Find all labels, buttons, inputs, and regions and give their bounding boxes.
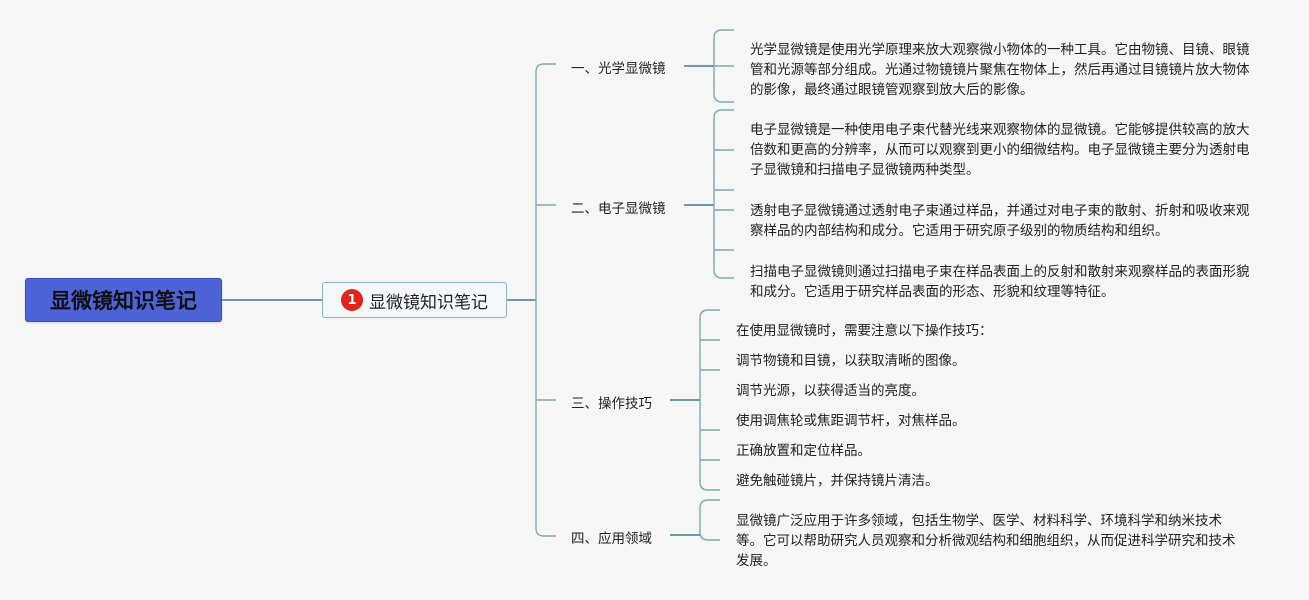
root-node-label: 显微镜知识笔记 bbox=[50, 289, 197, 313]
leaf-scanning-em[interactable]: 扫描电子显微镜则通过扫描电子束在样品表面上的反射和散射来观察样品的表面形貌和成分… bbox=[750, 264, 1250, 300]
branch-label: 一、光学显微镜 bbox=[571, 61, 666, 77]
priority-badge-icon: 1 bbox=[341, 289, 363, 311]
branch-optical-microscope[interactable]: 一、光学显微镜 bbox=[571, 57, 666, 77]
branch-applications[interactable]: 四、应用领域 bbox=[571, 527, 652, 547]
leaf-tip-adjust-light[interactable]: 调节光源，以获得适当的亮度。 bbox=[736, 383, 925, 399]
leaf-electron-description[interactable]: 电子显微镜是一种使用电子束代替光线来观察物体的显微镜。它能够提供较高的放大倍数和… bbox=[750, 122, 1250, 178]
branch-operating-tips[interactable]: 三、操作技巧 bbox=[571, 392, 652, 412]
leaf-tip-sample-position[interactable]: 正确放置和定位样品。 bbox=[736, 443, 871, 459]
root-node[interactable]: 显微镜知识笔记 bbox=[25, 278, 222, 322]
branch-label: 三、操作技巧 bbox=[571, 396, 652, 412]
leaf-transmission-em[interactable]: 透射电子显微镜通过透射电子束通过样品，并通过对电子束的散射、折射和吸收来观察样品… bbox=[750, 203, 1250, 239]
leaf-applications-description[interactable]: 显微镜广泛应用于许多领域，包括生物学、医学、材料科学、环境科学和纳米技术等。它可… bbox=[736, 513, 1236, 569]
branch-electron-microscope[interactable]: 二、电子显微镜 bbox=[571, 197, 666, 217]
leaf-tip-lens-care[interactable]: 避免触碰镜片，并保持镜片清洁。 bbox=[736, 473, 939, 489]
branch-label: 二、电子显微镜 bbox=[571, 201, 666, 217]
leaf-tip-adjust-lenses[interactable]: 调节物镜和目镜，以获取清晰的图像。 bbox=[736, 353, 966, 369]
central-topic-label: 显微镜知识笔记 bbox=[369, 292, 488, 313]
branch-label: 四、应用领域 bbox=[571, 531, 652, 547]
leaf-tip-focus[interactable]: 使用调焦轮或焦距调节杆，对焦样品。 bbox=[736, 413, 966, 429]
central-topic-node[interactable]: 1 显微镜知识笔记 bbox=[322, 282, 507, 318]
leaf-tips-intro[interactable]: 在使用显微镜时，需要注意以下操作技巧： bbox=[736, 323, 993, 339]
leaf-optical-description[interactable]: 光学显微镜是使用光学原理来放大观察微小物体的一种工具。它由物镜、目镜、眼镜管和光… bbox=[750, 42, 1250, 98]
